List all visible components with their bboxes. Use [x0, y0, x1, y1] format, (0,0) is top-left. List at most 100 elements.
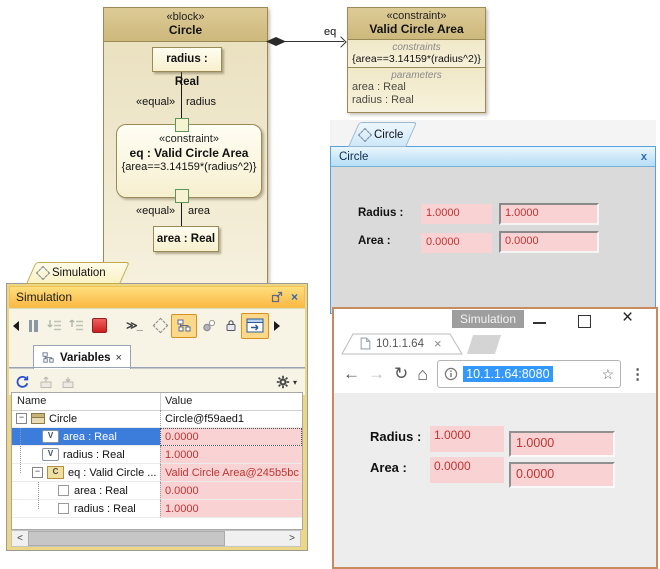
simulation-title: Simulation	[16, 290, 73, 304]
area-label: Area :	[370, 460, 407, 475]
browser-tab-title[interactable]: 10.1.1.64	[376, 338, 424, 350]
step-over-button[interactable]	[65, 315, 87, 337]
tab-circle-label: Circle	[374, 128, 404, 141]
area-input-field[interactable]: 0.0000	[499, 231, 599, 253]
table-row[interactable]: − C eq : Valid Circle ... Valid Circle A…	[12, 464, 302, 482]
pause-button[interactable]	[23, 315, 43, 337]
forward-icon[interactable]: →	[368, 364, 385, 383]
scroll-left-icon[interactable]	[9, 315, 23, 337]
browser-window: Simulation × 10.1.1.64 × ← → ↻ ⌂	[332, 307, 658, 569]
refresh-icon[interactable]	[9, 371, 35, 393]
minimize-icon[interactable]	[533, 322, 546, 324]
simulation-panel: Simulation × ≫_	[6, 283, 308, 551]
info-icon[interactable]	[444, 367, 458, 381]
export-down-icon[interactable]	[57, 371, 79, 393]
parameter-radius: radius : Real	[352, 94, 414, 106]
constraint-icon: C	[47, 466, 64, 479]
address-bar[interactable]: 10.1.1.64:8080 ☆	[437, 360, 622, 388]
lock-icon[interactable]	[221, 315, 241, 337]
radius-label: Radius :	[358, 207, 404, 219]
variables-tabstrip: Variables ×	[9, 342, 305, 369]
maximize-icon[interactable]	[578, 315, 591, 328]
tab-close-icon[interactable]: ×	[434, 336, 442, 351]
page-icon	[360, 337, 371, 350]
table-row[interactable]: area : Real 0.0000	[12, 482, 302, 500]
scroll-left-arrow[interactable]: <	[17, 533, 23, 544]
close-icon[interactable]: x	[640, 150, 647, 163]
tab-circle[interactable]: Circle	[348, 122, 418, 147]
scroll-right-arrow[interactable]: >	[289, 533, 295, 544]
url-input[interactable]: 10.1.1.64:8080	[463, 366, 553, 382]
radius-part-box[interactable]: radius : Real	[152, 47, 222, 88]
restore-icon[interactable]	[271, 291, 283, 303]
tab-simulation[interactable]: Simulation	[26, 262, 130, 284]
reload-icon[interactable]: ↻	[394, 364, 409, 383]
export-up-icon[interactable]	[35, 371, 57, 393]
open-arrowhead-icon	[335, 36, 347, 48]
radius-label: Radius :	[370, 429, 422, 444]
constraint-property-expression: {area==3.14159*(radius^2)}	[121, 161, 257, 173]
eq-connector-label: eq	[324, 26, 337, 38]
console-icon[interactable]: ≫_	[126, 320, 143, 332]
tab-variables[interactable]: Variables ×	[33, 345, 131, 369]
radius-input-field[interactable]: 1.0000	[509, 431, 615, 457]
star-icon[interactable]: ☆	[601, 365, 615, 382]
parameter-pin-bottom[interactable]	[175, 189, 189, 203]
tab-variables-label: Variables	[60, 351, 111, 364]
radius-part-label: radius : Real	[166, 53, 208, 88]
caret-down-icon: ▾	[292, 377, 297, 387]
home-icon[interactable]: ⌂	[417, 363, 429, 384]
radius-value-field: 1.0000	[430, 426, 504, 452]
eq-connector[interactable]	[276, 41, 344, 42]
valid-circle-area-header: «constraint» Valid Circle Area	[348, 8, 485, 40]
radius-input-field[interactable]: 1.0000	[499, 203, 599, 225]
binding-connector-top[interactable]	[181, 72, 182, 119]
horizontal-scrollbar[interactable]: < >	[11, 530, 301, 547]
new-tab-stub[interactable]	[466, 335, 502, 354]
radius-value-field: 1.0000	[421, 204, 492, 224]
simulation-toolbar: ≫_	[9, 308, 305, 342]
circle-panel-titlebar[interactable]: Circle x	[331, 147, 655, 167]
close-icon[interactable]: ×	[622, 307, 634, 328]
parameter-pin-top[interactable]	[175, 118, 189, 132]
equal-stereotype-bottom: «equal»	[136, 205, 176, 217]
scrollbar-thumb[interactable]	[28, 531, 225, 546]
variables-pane-toggle[interactable]	[171, 313, 197, 338]
constraint-property[interactable]: «constraint» eq : Valid Circle Area {are…	[116, 124, 262, 198]
options-button[interactable]: ▾	[276, 375, 297, 389]
parameter-area: area : Real	[352, 81, 406, 93]
area-part-box[interactable]: area : Real	[153, 226, 219, 252]
menu-dots-icon[interactable]: ⋮	[630, 366, 646, 383]
open-in-window-toggle[interactable]	[241, 312, 269, 339]
stop-button[interactable]	[87, 315, 111, 337]
scroll-right-icon[interactable]	[269, 315, 285, 337]
circle-block-header: «block» Circle	[104, 8, 267, 42]
table-row[interactable]: V radius : Real 1.0000	[12, 446, 302, 464]
breakpoints-icon[interactable]	[197, 315, 221, 337]
constraint-block-stereotype: «constraint»	[386, 10, 447, 22]
ui-config-icon	[357, 127, 373, 142]
area-end-label: area	[188, 205, 211, 217]
table-row[interactable]: V area : Real 0.0000	[12, 428, 302, 446]
variables-table: Name Value − Circle Circle@f59aed1 V are…	[11, 392, 303, 530]
close-icon[interactable]: ×	[115, 351, 122, 364]
variables-toolbar: ▾	[9, 368, 305, 395]
step-into-button[interactable]	[43, 315, 65, 337]
close-icon[interactable]: ×	[290, 290, 298, 304]
back-icon[interactable]: ←	[343, 364, 360, 383]
browser-titlebar[interactable]: Simulation ×	[334, 307, 656, 333]
constraint-property-name: eq : Valid Circle Area	[129, 146, 249, 160]
table-header[interactable]: Name Value	[12, 393, 302, 411]
value-icon: V	[42, 430, 59, 443]
valid-circle-area-block[interactable]: «constraint» Valid Circle Area constrain…	[347, 7, 486, 113]
expander-icon[interactable]: −	[32, 467, 43, 478]
browser-content: Radius : 1.0000 1.0000 Area : 0.0000 0.0…	[334, 393, 656, 567]
area-input-field[interactable]: 0.0000	[509, 462, 615, 488]
simulation-titlebar[interactable]: Simulation ×	[9, 286, 305, 308]
table-row[interactable]: radius : Real 1.0000	[12, 500, 302, 518]
table-row[interactable]: − Circle Circle@f59aed1	[12, 410, 302, 428]
animation-icon[interactable]	[149, 315, 171, 337]
expander-icon[interactable]: −	[16, 413, 27, 424]
binding-connector-bottom[interactable]	[181, 202, 182, 226]
